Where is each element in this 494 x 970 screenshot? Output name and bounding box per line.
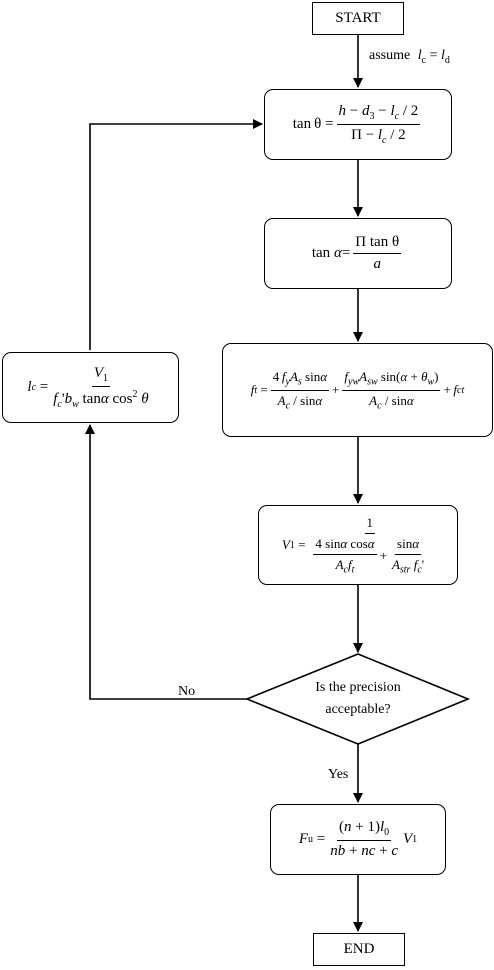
tan-alpha-box: tan α = Π tan θ a xyxy=(264,218,452,289)
arrow-no-to-lc xyxy=(85,424,247,700)
assume-annotation: assume lc = ld xyxy=(369,48,450,66)
no-label: No xyxy=(178,684,196,699)
decision-line-1: Is the precision xyxy=(315,680,401,695)
decision-line-2: acceptable? xyxy=(325,702,391,717)
start-label: START xyxy=(335,10,381,26)
assume-equation: lc = ld xyxy=(417,48,450,66)
start-node: START xyxy=(312,2,404,35)
decision-text: Is the precision acceptable? xyxy=(258,677,458,721)
end-node: END xyxy=(313,933,405,966)
arrow-lc-to-tan-theta xyxy=(89,119,263,350)
tan-alpha-equation: tan α = Π tan θ a xyxy=(311,234,402,272)
tan-theta-box: tan θ = h − d3 − lc / 2 Π − lc / 2 xyxy=(264,89,452,160)
end-label: END xyxy=(343,941,375,957)
assume-text: assume xyxy=(369,48,411,63)
decision-diamond xyxy=(244,653,471,745)
yes-label: Yes xyxy=(328,767,349,782)
tan-theta-equation: tan θ = h − d3 − lc / 2 Π − lc / 2 xyxy=(292,103,421,146)
